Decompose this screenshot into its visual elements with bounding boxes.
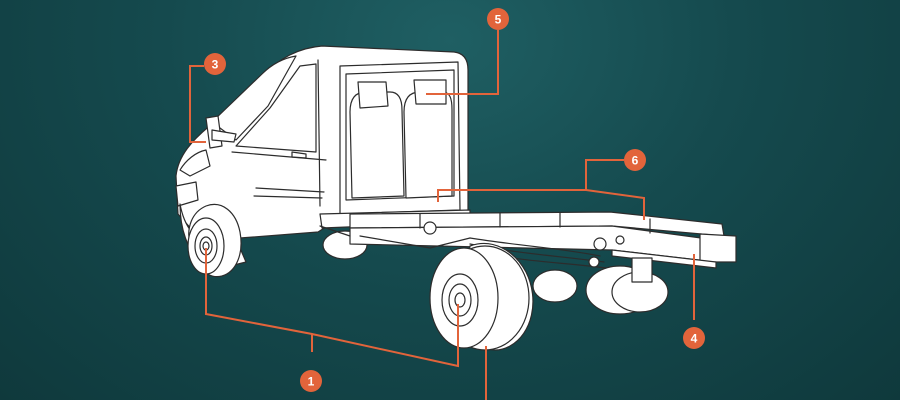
callout-3[interactable]: 3 (204, 53, 226, 75)
callout-6-circle (624, 149, 646, 171)
callout-1-circle (300, 370, 322, 392)
windshield (211, 55, 297, 141)
callout-1-label: 1 (308, 375, 315, 389)
callout-3-circle (204, 53, 226, 75)
leader-line-6 (437, 159, 645, 220)
callout-5[interactable]: 5 (487, 8, 509, 30)
truck-illustration (175, 45, 737, 351)
seat-right (403, 91, 453, 199)
front-wheel (187, 203, 242, 278)
callout-6[interactable]: 6 (624, 149, 646, 171)
callout-4-label: 4 (691, 332, 698, 346)
leader-line-5 (426, 30, 499, 95)
rear-wheel (429, 242, 534, 351)
leader-line-1 (205, 248, 459, 368)
callout-3-label: 3 (212, 58, 219, 72)
callout-5-circle (487, 8, 509, 30)
leader-lines (189, 30, 695, 400)
seat-left (349, 91, 405, 199)
callout-4[interactable]: 4 (683, 327, 705, 349)
callout-5-label: 5 (495, 13, 502, 27)
door-window (235, 63, 317, 153)
callout-1[interactable]: 1 (300, 370, 322, 392)
leader-line-3 (189, 65, 206, 143)
callout-6-label: 6 (632, 154, 639, 168)
callout-4-circle (683, 327, 705, 349)
